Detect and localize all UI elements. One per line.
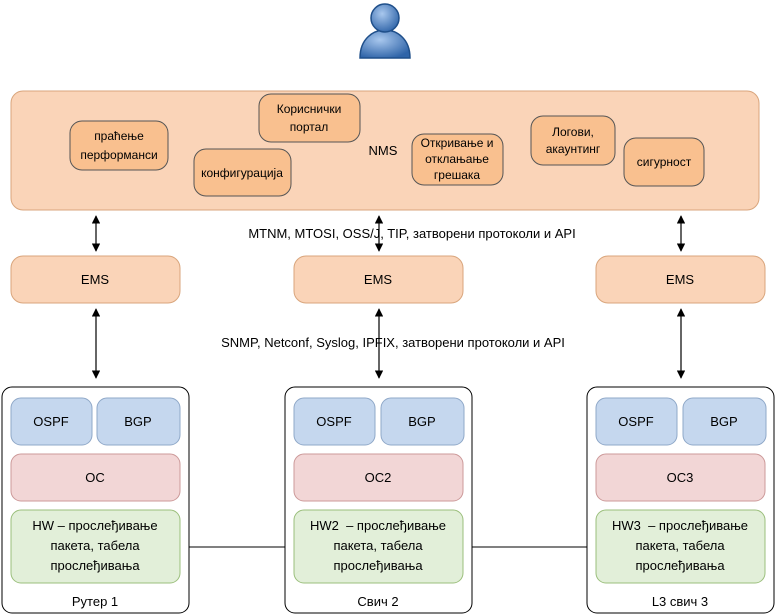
device-3-name: L3 свич 3 <box>652 594 708 609</box>
user-icon <box>359 3 411 59</box>
device-1-hw-line-1: HW – прослеђивање <box>32 518 157 533</box>
device-3-hw-line-1: HW3 – прослеђивање <box>612 518 748 533</box>
module-fault-line-1: Откривање и <box>421 136 494 150</box>
device-1-os: OC <box>85 470 105 485</box>
nms-title: NMS <box>369 143 398 158</box>
module-security-line-1: сигурност <box>637 155 692 169</box>
device-2-hw-line-3: прослеђивања <box>333 558 423 573</box>
module-security: сигурност <box>623 137 705 187</box>
protocols-ems-device: SNMP, Netconf, Syslog, IPFIX, затворени … <box>221 335 565 350</box>
device-3-hw-line-3: прослеђивања <box>635 558 725 573</box>
device-3-proto2: BGP <box>710 414 737 429</box>
device-2-hw-line-1: HW2 – прослеђивање <box>310 518 446 533</box>
module-portal-line-2: портал <box>290 120 329 134</box>
device-2-proto1: OSPF <box>316 414 351 429</box>
device-3-os: OC3 <box>667 470 694 485</box>
device-1: OSPF BGP OC HW – прослеђивање пакета, та… <box>1 386 190 614</box>
module-perf: праћење перформанси <box>69 120 169 171</box>
device-2-hw-line-2: пакета, табела <box>333 538 423 553</box>
module-portal: Кориснички портал <box>258 93 361 143</box>
module-logs: Логови, акаунтинг <box>530 115 616 166</box>
device-2-proto2: BGP <box>408 414 435 429</box>
device-2-name: Свич 2 <box>357 594 398 609</box>
device-3-hw-line-2: пакета, табела <box>635 538 725 553</box>
module-fault-line-3: грешака <box>434 168 481 182</box>
device-1-hw-line-2: пакета, табела <box>50 538 140 553</box>
ems-box-1: EMS <box>10 255 181 304</box>
protocols-nms-ems: MTNM, MTOSI, OSS/J, TIP, затворени прото… <box>248 226 575 241</box>
module-fault-line-2: отклањање <box>425 152 489 166</box>
device-3: OSPF BGP OC3 HW3 – прослеђивање пакета, … <box>586 386 775 614</box>
ems-label-1: EMS <box>81 272 110 287</box>
ems-box-3: EMS <box>595 255 766 304</box>
module-config-line-1: конфигурација <box>201 166 283 180</box>
module-fault: Откривање и отклањање грешака <box>411 133 504 186</box>
device-1-hw-line-3: прослеђивања <box>50 558 140 573</box>
module-config: конфигурација <box>193 148 292 197</box>
device-1-proto1: OSPF <box>33 414 68 429</box>
module-logs-line-2: акаунтинг <box>546 142 601 156</box>
ems-label-2: EMS <box>364 272 393 287</box>
device-2-os: OC2 <box>365 470 392 485</box>
device-1-name: Рутер 1 <box>72 594 118 609</box>
ems-box-2: EMS <box>293 255 464 304</box>
device-1-proto2: BGP <box>124 414 151 429</box>
ems-label-3: EMS <box>666 272 695 287</box>
module-perf-line-2: перформанси <box>80 148 157 162</box>
module-portal-line-1: Кориснички <box>277 102 342 116</box>
module-logs-line-1: Логови, <box>552 125 594 139</box>
module-perf-line-1: праћење <box>94 129 144 143</box>
device-2: OSPF BGP OC2 HW2 – прослеђивање пакета, … <box>284 386 473 614</box>
device-3-proto1: OSPF <box>618 414 653 429</box>
